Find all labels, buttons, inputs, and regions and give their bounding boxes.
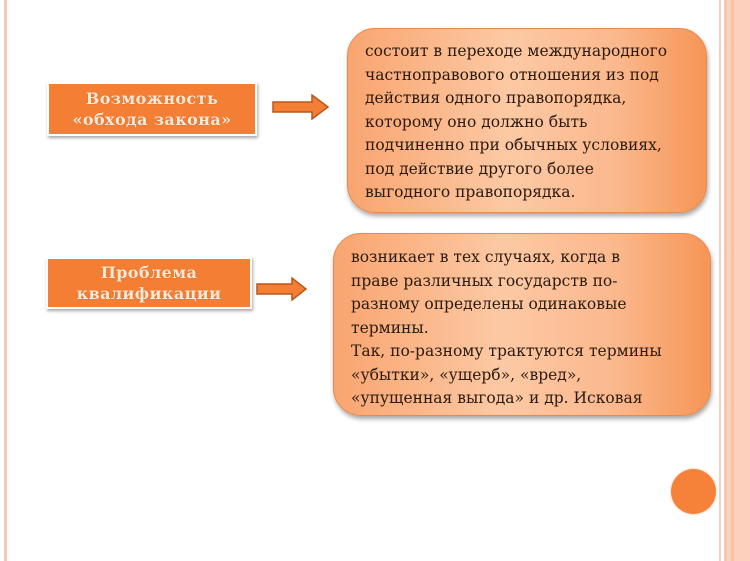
description-line: которому оно должно быть bbox=[365, 112, 588, 131]
label-evasion-of-law: Возможность «обхода закона» bbox=[47, 82, 257, 136]
label-qualification-problem: Проблема квалификации bbox=[46, 257, 252, 309]
description-line: действия одного правопорядка, bbox=[365, 89, 627, 107]
label-line: Проблема bbox=[100, 263, 198, 282]
description-line: выгодного правопорядка. bbox=[365, 183, 576, 201]
description-line: частноправового отношения из под bbox=[365, 65, 659, 84]
right-arrow-icon bbox=[256, 277, 308, 301]
description-line: «убытки», «ущерб», «вред», bbox=[351, 365, 582, 384]
left-border-rule bbox=[4, 0, 7, 561]
description-line: праве различных государств по- bbox=[351, 271, 618, 290]
orange-circle-decoration bbox=[671, 469, 716, 514]
label-line: «обхода закона» bbox=[72, 110, 232, 129]
description-line: возникает в тех случаях, когда в bbox=[351, 248, 620, 266]
right-decorative-band bbox=[718, 0, 750, 561]
label-line: Возможность bbox=[85, 89, 219, 108]
description-line: Так, по-разному трактуются термины bbox=[351, 342, 662, 360]
description-line: «упущенная выгода» и др. Исковая bbox=[351, 389, 643, 407]
description-line: термины. bbox=[351, 318, 429, 337]
description-line: подчиненно при обычных условиях, bbox=[365, 136, 662, 154]
label-line: квалификации bbox=[76, 284, 222, 303]
right-arrow-icon bbox=[272, 94, 330, 120]
description-box-qualification-problem: возникает в тех случаях, когда в праве р… bbox=[333, 233, 711, 416]
description-line: состоит в переходе международного bbox=[365, 42, 668, 60]
description-line: под действие другого более bbox=[365, 159, 594, 178]
description-box-evasion-of-law: состоит в переходе международного частно… bbox=[347, 28, 707, 213]
description-line: разному определены одинаковые bbox=[351, 295, 627, 313]
